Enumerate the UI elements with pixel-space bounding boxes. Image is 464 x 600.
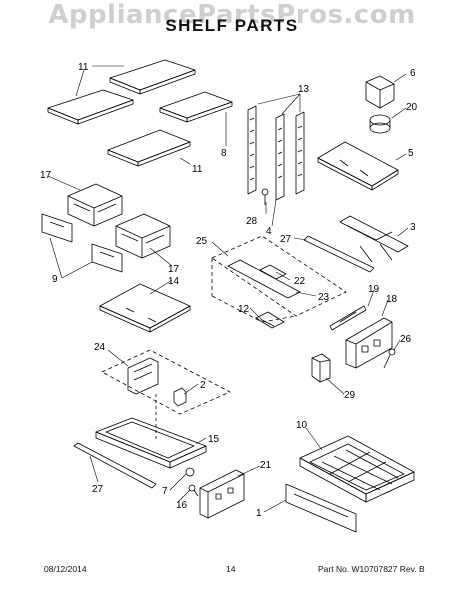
callout-10: 10: [296, 420, 308, 431]
callout-5: 5: [408, 148, 414, 159]
fastener-16: [188, 484, 199, 497]
callout-26: 26: [400, 334, 412, 345]
drawer-17-right: [115, 213, 171, 259]
shelf-rail-right: [295, 111, 305, 195]
callout-17-left: 17: [40, 170, 52, 181]
assembly-group-24: [101, 349, 231, 440]
glass-shelf-right-small: [159, 91, 233, 123]
clip-7: [185, 467, 195, 477]
callout-27-right: 27: [280, 234, 292, 245]
footer-page-number: 14: [226, 564, 236, 574]
callout-11-top: 11: [78, 62, 89, 73]
cap-20: [369, 114, 391, 134]
callout-13: 13: [298, 84, 310, 95]
glass-shelf-lower: [107, 129, 191, 167]
drawer-front-9-upper: [41, 213, 73, 243]
leader-lines: [47, 65, 409, 513]
callout-29: 29: [344, 390, 356, 401]
callout-17-right: 17: [168, 264, 180, 275]
drawer-front-1: [285, 483, 357, 533]
shelf-rail-left: [247, 105, 257, 195]
callout-3: 3: [410, 222, 416, 233]
callout-1: 1: [256, 508, 262, 519]
callout-16: 16: [176, 500, 188, 511]
callout-14: 14: [168, 276, 180, 287]
glass-shelf-14: [99, 283, 191, 333]
part-29: [311, 353, 331, 383]
control-module-6: [365, 75, 395, 109]
rail-27-right: [303, 235, 375, 273]
shelf-rail-middle: [275, 113, 285, 201]
glass-shelf-upper: [109, 59, 196, 95]
screw-28: [261, 188, 269, 205]
callout-20: 20: [406, 102, 418, 113]
shelf-frame-3: [339, 215, 409, 263]
callout-6: 6: [410, 68, 416, 79]
footer-part-number: Part No. W10707827 Rev. B: [318, 564, 425, 574]
housing-18: [345, 317, 393, 369]
drawer-front-9-lower: [91, 243, 123, 273]
callout-labels: 11 11 8 13 6 20 5 3 27 28 4 17 17 9 14 2…: [40, 62, 418, 519]
callout-11-lower: 11: [192, 164, 203, 175]
footer-date: 08/12/2014: [44, 564, 87, 574]
callout-18: 18: [386, 294, 398, 305]
callout-22: 22: [294, 276, 306, 287]
callout-27-left: 27: [92, 484, 104, 495]
drawer-10: [299, 435, 415, 503]
callout-7: 7: [162, 486, 168, 497]
glass-shelf-5: [317, 141, 399, 191]
callout-4: 4: [266, 226, 272, 237]
screw-26: [383, 348, 396, 369]
callout-8: 8: [221, 148, 227, 159]
drawer-17-left: [67, 183, 123, 227]
assembly-group-25: [211, 235, 347, 329]
callout-21: 21: [260, 460, 272, 471]
callout-9: 9: [52, 274, 58, 285]
callout-25: 25: [196, 236, 208, 247]
glass-shelf-left: [47, 89, 134, 125]
callout-12: 12: [238, 304, 250, 315]
callout-28: 28: [246, 216, 258, 227]
bracket-21: [199, 469, 245, 519]
watermark: AppliancePartsPros.com: [48, 0, 416, 30]
callout-19: 19: [368, 284, 380, 295]
callout-23: 23: [318, 292, 330, 303]
page-title: SHELF PARTS: [165, 16, 299, 35]
callout-15: 15: [208, 434, 220, 445]
tray-15: [95, 417, 207, 469]
callout-24: 24: [94, 342, 106, 353]
bracket-19: [329, 305, 367, 331]
callout-2: 2: [200, 380, 206, 391]
rail-27-left: [73, 442, 157, 489]
